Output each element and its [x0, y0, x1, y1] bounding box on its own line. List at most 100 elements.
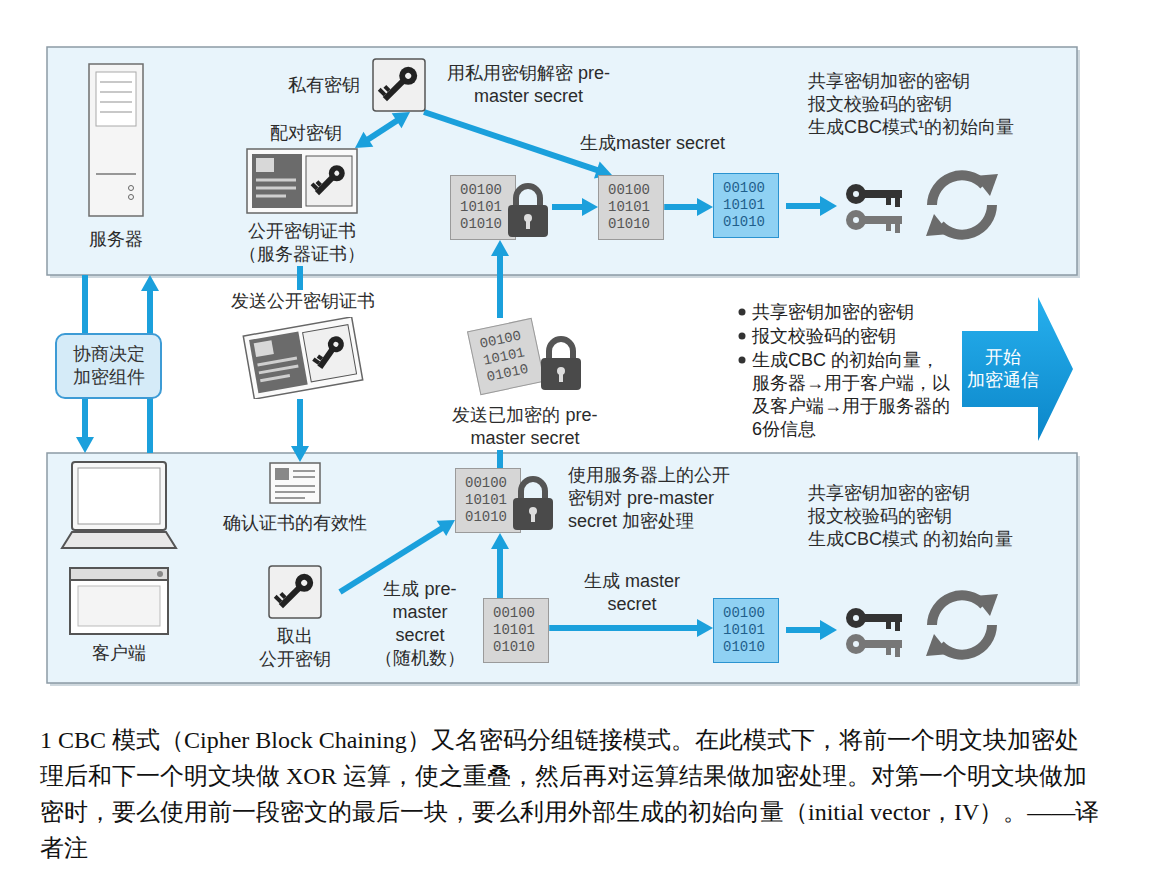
- arrowhead: [491, 240, 509, 256]
- certificate-icon: [257, 358, 299, 381]
- data-digits: 00100 10101 01010: [465, 475, 511, 526]
- flow-arrow: [491, 240, 509, 318]
- node-label: 生成 pre-master secret （随机数）: [370, 578, 470, 670]
- certificate-icon: [256, 180, 296, 196]
- bullet-note: 生成CBC 的初始向量，服务器→用于客户端，以及客户端→用于服务器的6份信息: [752, 349, 952, 441]
- arrowhead: [582, 198, 598, 216]
- key-pair-icon: [853, 641, 859, 647]
- key-icon: [269, 566, 321, 618]
- certificate-icon: [332, 341, 339, 348]
- data-block: 00100 10101 01010: [450, 175, 516, 240]
- node-label: 共享密钥加密的密钥 报文校验码的密钥 生成CBC模式 的初始向量: [808, 482, 1060, 551]
- server-icon: [96, 72, 136, 126]
- lock-icon: [549, 339, 573, 360]
- server-panel: 用私用密钥解密 pre-master secret配对密钥生成master se…: [47, 47, 1077, 275]
- arrow-shape-outline: [962, 295, 1075, 443]
- lock-icon: [506, 183, 550, 239]
- cycle-icon: [932, 595, 984, 625]
- cycle-arrowhead: [974, 174, 998, 196]
- bullet-dot: [739, 357, 746, 364]
- cycle-arrowhead: [926, 634, 950, 656]
- key-icon: [383, 79, 406, 102]
- node-label: 开始 加密通信: [962, 346, 1044, 392]
- laptop-icon: [62, 532, 176, 548]
- key-icon: [372, 58, 426, 112]
- data-digits: 00100 10101 01010: [608, 182, 654, 233]
- lock-icon: [531, 512, 535, 522]
- node-label: 使用服务器上的公开 密钥对 pre-master secret 加密处理: [568, 464, 748, 533]
- certificate-icon: [270, 463, 320, 503]
- node-label: 共享密钥加密的密钥 报文校验码的密钥 生成CBC模式¹的初始向量: [808, 70, 1060, 139]
- certificate-icon: [269, 462, 321, 504]
- lock-icon: [508, 205, 548, 237]
- sent-certificate-node: 发送公开密钥证书: [215, 290, 390, 399]
- key-pair-icon: [864, 614, 902, 622]
- certificate-icon: [311, 182, 319, 190]
- key-pair-icon: [886, 198, 891, 205]
- arrow-shape-outline: [962, 295, 1075, 443]
- text-slot: 1 CBC 模式（Cipher Block Chaining）又名密码分组链接模…: [40, 722, 1100, 866]
- key-icon: [273, 569, 317, 613]
- key-arrow: [786, 196, 837, 640]
- flow-arrow: [300, 266, 301, 290]
- connector-line: [497, 450, 503, 468]
- connector-line: [664, 204, 699, 210]
- lock-icon: [539, 336, 583, 392]
- flow-arrow: [291, 399, 309, 462]
- arrowhead: [355, 132, 373, 148]
- certificate-icon: [310, 160, 348, 198]
- data-digits: 00100 10101 01010: [478, 327, 534, 386]
- bullet-note: 共享密钥加密的密钥: [752, 301, 962, 324]
- key-pair-icon: [864, 640, 902, 648]
- data-digits: 00100 10101 01010: [493, 605, 539, 656]
- data-block: 00100 10101 01010: [483, 598, 549, 663]
- lock-icon: [539, 336, 583, 392]
- flow-arrow: [491, 533, 509, 598]
- connector-line: [297, 399, 303, 448]
- data-block: 00100 10101 01010: [598, 175, 664, 240]
- certificate-icon: [312, 357, 320, 364]
- certificate-icon: [246, 148, 358, 214]
- key-pair-icon: [853, 615, 859, 621]
- key-pair-icon: [886, 224, 891, 231]
- certificate-icon: [249, 331, 308, 393]
- key-pair-icon: [846, 184, 902, 657]
- node-label: 用私用密钥解密 pre-master secret: [446, 62, 611, 108]
- node-label: 发送已加密的 pre-master secret: [440, 404, 610, 450]
- node-label: 生成master secret: [580, 132, 760, 155]
- cycle-arrowhead: [926, 214, 950, 236]
- certificate-icon: [275, 471, 315, 498]
- key-pair-icon: [886, 622, 891, 629]
- lock-icon: [506, 183, 550, 239]
- flow-arrow: [664, 198, 713, 216]
- server-icon: [100, 82, 132, 112]
- key-pair-icon: [846, 210, 866, 230]
- lock-icon: [516, 186, 540, 207]
- key-pair-icon: [895, 198, 900, 207]
- node-label: 协商决定 加密组件: [67, 343, 150, 389]
- footnote: 1 CBC 模式（Cipher Block Chaining）又名密码分组链接模…: [40, 722, 1100, 866]
- key-icon: [378, 88, 386, 96]
- text-slot: 生成 master secret: [562, 570, 702, 616]
- text-slot: 共享密钥加密的密钥: [752, 301, 962, 324]
- key-pair-icon: [846, 184, 866, 204]
- laptop-icon: [56, 460, 182, 638]
- bullet-note: 报文校验码的密钥: [752, 325, 962, 348]
- text-slot: 报文校验码的密钥: [752, 325, 962, 348]
- connector-line: [297, 266, 303, 290]
- rounded-box: 协商决定 加密组件: [55, 333, 162, 399]
- key-icon: [279, 586, 302, 609]
- key-icon: [404, 72, 412, 80]
- key-pair-icon: [895, 622, 900, 631]
- bullet-dot: [739, 309, 746, 316]
- key-icon: [372, 58, 426, 112]
- server-icon: [129, 186, 134, 191]
- node-label: 生成 master secret: [562, 570, 702, 616]
- bullet-dot: [739, 309, 746, 364]
- certificate-icon: [275, 468, 289, 480]
- laptop-icon: [70, 568, 168, 634]
- arrowhead: [697, 198, 713, 216]
- data-block: 00100 10101 01010: [455, 468, 521, 533]
- certificate-icon: [269, 462, 321, 504]
- connector-line: [424, 112, 599, 171]
